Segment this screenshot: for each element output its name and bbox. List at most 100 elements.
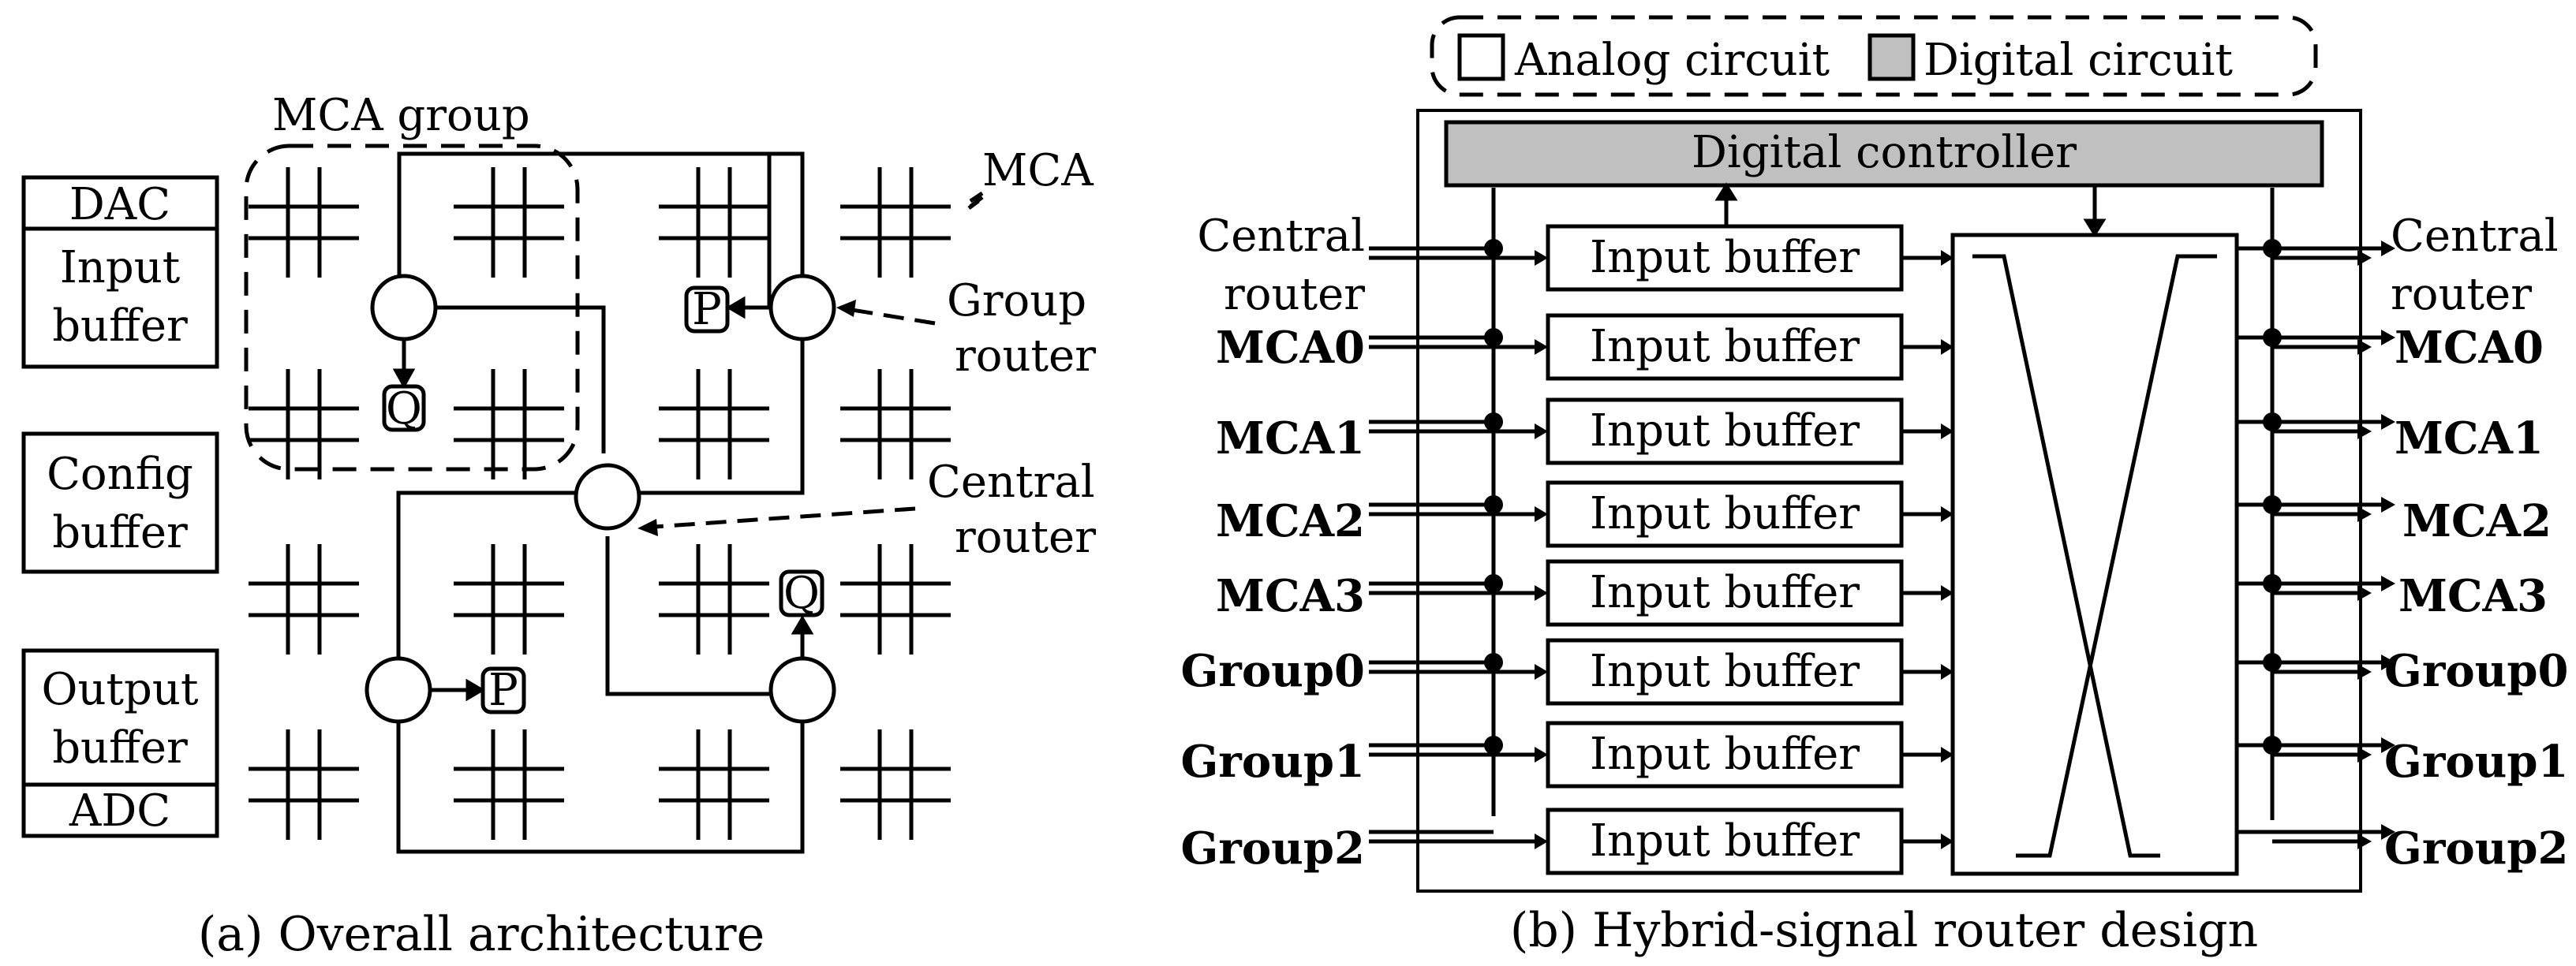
mca-array-grid bbox=[249, 167, 951, 840]
legend: Analog circuit Digital circuit bbox=[1430, 15, 2318, 97]
router-row: Input buffer bbox=[1369, 638, 2395, 706]
group-router-label-line1: Group bbox=[947, 275, 1086, 326]
overall-architecture-panel: DAC Input buffer Config buffer Output bu… bbox=[21, 90, 1096, 962]
mca-group-label: MCA group bbox=[272, 90, 530, 141]
router-row: Input buffer bbox=[1369, 224, 2395, 292]
router-output-label: MCA3 bbox=[2398, 570, 2548, 622]
digital-swatch bbox=[1868, 33, 1916, 81]
router-output-label: Central bbox=[2391, 211, 2559, 262]
input-buffer-label: Input buffer bbox=[1590, 321, 1860, 372]
mca-crossbar-icon bbox=[659, 369, 769, 479]
output-buffer-label-line1: Output bbox=[42, 664, 199, 715]
central-router-node bbox=[574, 463, 641, 531]
router-input-label: MCA1 bbox=[1216, 412, 1365, 464]
mca-crossbar-icon bbox=[840, 369, 951, 479]
router-output-label: MCA0 bbox=[2395, 322, 2544, 374]
router-output-label: MCA1 bbox=[2395, 412, 2544, 464]
digital-controller-label: Digital controller bbox=[1692, 127, 2077, 178]
input-buffer-label: Input buffer bbox=[1590, 646, 1860, 697]
svg-text:P: P bbox=[488, 665, 518, 716]
q-marker-top: Q bbox=[382, 383, 426, 435]
legend-digital-label: Digital circuit bbox=[1924, 35, 2234, 86]
mca-crossbar-icon bbox=[454, 369, 564, 479]
p-marker-top: P bbox=[684, 284, 730, 335]
p-marker-bottom: P bbox=[480, 665, 526, 716]
mca-crossbar-icon bbox=[659, 167, 769, 278]
router-output-label: router bbox=[2391, 269, 2532, 320]
input-buffer-label: Input buffer bbox=[1590, 232, 1860, 283]
router-output-label: Group2 bbox=[2384, 822, 2569, 875]
mca-crossbar-icon bbox=[249, 544, 359, 655]
digital-controller-block: Digital controller bbox=[1444, 120, 2324, 188]
input-buffer-box: Input buffer bbox=[1546, 807, 1904, 875]
router-row: Input buffer bbox=[1369, 480, 2395, 548]
q-marker-bottom: Q bbox=[779, 568, 824, 619]
adc-label: ADC bbox=[69, 785, 170, 837]
mca-crossbar-icon bbox=[454, 544, 564, 655]
router-input-label: MCA3 bbox=[1216, 570, 1365, 622]
analog-swatch bbox=[1457, 33, 1505, 81]
config-buffer-block: Config buffer bbox=[21, 431, 219, 574]
central-router-label-line2: router bbox=[955, 512, 1096, 563]
input-buffer-box: Input buffer bbox=[1546, 397, 1904, 465]
router-wires bbox=[396, 151, 805, 854]
router-input-label: Group2 bbox=[1180, 822, 1365, 875]
router-nodes bbox=[365, 274, 836, 724]
input-buffer-label: Input buffer bbox=[1590, 729, 1860, 780]
input-buffer-label-line1: Input bbox=[60, 242, 181, 293]
mca-label: MCA bbox=[982, 145, 1094, 196]
input-buffer-label: Input buffer bbox=[1590, 405, 1860, 457]
mca-crossbar-icon bbox=[840, 167, 951, 278]
group-router-bottom-left bbox=[365, 656, 432, 724]
router-row: Input buffer bbox=[1369, 313, 2395, 381]
router-input-label: MCA2 bbox=[1216, 495, 1365, 547]
router-row: Input buffer bbox=[1369, 397, 2395, 465]
input-buffer-box: Input buffer bbox=[1546, 480, 1904, 548]
router-input-label: router bbox=[1224, 269, 1365, 320]
legend-analog-label: Analog circuit bbox=[1514, 35, 1830, 86]
mca-crossbar-icon bbox=[249, 729, 359, 840]
mca-crossbar-icon bbox=[840, 544, 951, 655]
router-input-label: Central bbox=[1197, 211, 1365, 262]
caption-b: (b) Hybrid-signal router design bbox=[1510, 903, 2258, 958]
router-row: Input buffer bbox=[1369, 559, 2395, 627]
input-buffer-label: Input buffer bbox=[1590, 567, 1860, 618]
caption-a: (a) Overall architecture bbox=[198, 907, 765, 962]
input-buffer-label-line2: buffer bbox=[52, 300, 188, 352]
mca-callout: MCA bbox=[967, 145, 1094, 210]
input-buffer-box: Input buffer bbox=[1546, 638, 1904, 706]
marker-arrows bbox=[392, 296, 814, 702]
input-buffer-box: Input buffer bbox=[1546, 721, 1904, 789]
group-router-top-left bbox=[370, 274, 438, 341]
output-buffer-block: Output buffer ADC bbox=[21, 648, 219, 838]
router-output-label: MCA2 bbox=[2402, 495, 2552, 547]
group-router-top-right bbox=[768, 274, 836, 341]
router-input-label: Group0 bbox=[1180, 645, 1365, 697]
input-buffer-label: Input buffer bbox=[1590, 488, 1860, 539]
central-router-label-line1: Central bbox=[927, 457, 1095, 508]
group-router-bottom-right bbox=[768, 656, 836, 724]
svg-text:P: P bbox=[692, 284, 722, 335]
mca-crossbar-icon bbox=[454, 729, 564, 840]
router-row: Input buffer bbox=[1369, 807, 2395, 875]
group-router-callout: Group router bbox=[836, 275, 1096, 382]
router-input-label: MCA0 bbox=[1216, 322, 1365, 374]
input-buffer-block: DAC Input buffer bbox=[21, 175, 219, 369]
output-buffer-label-line2: buffer bbox=[52, 722, 188, 774]
mca-crossbar-icon bbox=[840, 729, 951, 840]
router-output-label: Group1 bbox=[2384, 736, 2569, 788]
central-router-callout: Central router bbox=[637, 457, 1096, 563]
router-input-label: Group1 bbox=[1180, 736, 1365, 788]
config-buffer-label-line1: Config bbox=[47, 449, 193, 500]
router-row: Input buffer bbox=[1369, 721, 2395, 789]
input-buffer-box: Input buffer bbox=[1546, 224, 1904, 292]
router-design-panel: Analog circuit Digital circuit Digital c… bbox=[1180, 15, 2569, 958]
config-buffer-label-line2: buffer bbox=[52, 507, 188, 558]
group-router-label-line2: router bbox=[955, 330, 1096, 382]
mca-crossbar-icon bbox=[659, 544, 769, 655]
router-output-label: Group0 bbox=[2384, 645, 2569, 697]
mca-crossbar-icon bbox=[454, 167, 564, 278]
svg-text:Q: Q bbox=[386, 383, 422, 435]
